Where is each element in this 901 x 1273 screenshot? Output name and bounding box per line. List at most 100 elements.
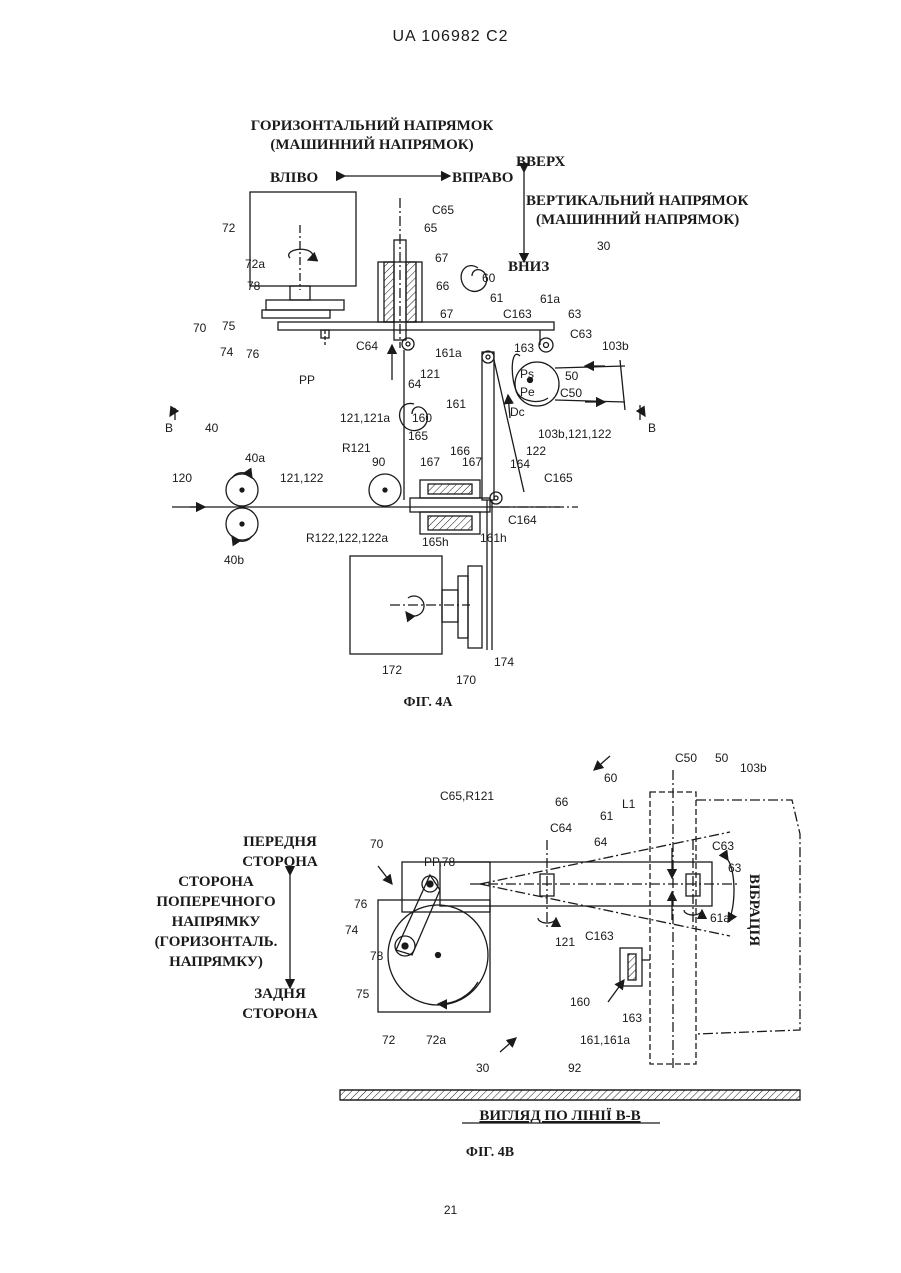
svg-text:30: 30 [597,239,611,253]
svg-text:165h: 165h [422,535,449,549]
left-label: ВЛІВО [270,170,318,186]
svg-text:70: 70 [370,837,384,851]
svg-text:61: 61 [600,809,614,823]
svg-text:72a: 72a [245,257,265,271]
svg-text:67: 67 [435,251,449,265]
svg-text:76: 76 [354,897,368,911]
machine-direction-label: (МАШИННИЙ НАПРЯМОК) [270,136,473,153]
svg-text:63: 63 [728,861,742,875]
figure-4b: ПЕРЕДНЯ СТОРОНА СТОРОНА ПОПЕРЕЧНОГО НАПР… [155,751,800,1160]
svg-text:164: 164 [510,457,530,471]
floor-92 [340,1090,800,1100]
svg-text:66: 66 [436,279,450,293]
up-label: ВВЕРХ [516,154,565,170]
svg-text:160: 160 [412,411,432,425]
rear-side-label: ЗАДНЯ [254,986,306,1002]
svg-text:C163: C163 [503,307,532,321]
svg-text:C50: C50 [560,386,582,400]
arm-61 [278,322,554,330]
svg-text:78: 78 [247,279,261,293]
svg-text:75: 75 [222,319,236,333]
svg-text:63: 63 [568,307,582,321]
svg-text:60: 60 [604,771,618,785]
svg-text:65: 65 [424,221,438,235]
svg-text:75: 75 [356,987,370,1001]
svg-text:70: 70 [193,321,207,335]
svg-text:30: 30 [476,1061,490,1075]
svg-text:C64: C64 [550,821,572,835]
svg-text:R121: R121 [342,441,371,455]
svg-text:60: 60 [482,271,496,285]
svg-text:172: 172 [382,663,402,677]
svg-text:163: 163 [514,341,534,355]
svg-text:92: 92 [568,1061,582,1075]
cross-side-label-3: НАПРЯМКУ [172,914,261,930]
svg-text:66: 66 [555,795,569,809]
svg-text:121: 121 [420,367,440,381]
svg-text:74: 74 [220,345,234,359]
svg-text:103b: 103b [602,339,629,353]
fig4a-caption: ФІГ. 4А [404,695,454,710]
cross-side-label-5: НАПРЯМКУ) [169,954,263,970]
svg-text:40: 40 [205,421,219,435]
svg-text:C63: C63 [712,839,734,853]
svg-text:103b,121,122: 103b,121,122 [538,427,612,441]
svg-text:122: 122 [526,444,546,458]
figure-4a: ГОРИЗОНТАЛЬНИЙ НАПРЯМОК (МАШИННИЙ НАПРЯМ… [165,117,748,710]
svg-text:50: 50 [565,369,579,383]
fig4b-caption: ФІГ. 4В [466,1145,514,1160]
svg-text:121,122: 121,122 [280,471,324,485]
svg-text:Pe: Pe [520,385,535,399]
svg-text:61a: 61a [710,911,730,925]
svg-text:64: 64 [594,835,608,849]
view-bb-label: ВИГЛЯД ПО ЛІНІЇ В-В [479,1108,640,1124]
svg-text:PP,78: PP,78 [424,855,455,869]
svg-text:161: 161 [446,397,466,411]
svg-text:50: 50 [715,751,729,765]
svg-text:72: 72 [222,221,236,235]
svg-text:161a: 161a [435,346,462,360]
motor-72-plan [378,900,490,1012]
svg-text:174: 174 [494,655,514,669]
front-side-label: ПЕРЕДНЯ [243,834,317,850]
svg-text:160: 160 [570,995,590,1009]
motor-72 [250,192,356,286]
svg-text:40b: 40b [224,553,244,567]
page-number: 21 [0,1203,901,1217]
svg-text:170: 170 [456,673,476,687]
arm-161 [482,352,494,500]
svg-text:61a: 61a [540,292,560,306]
cross-side-label-4: (ГОРИЗОНТАЛЬ. [155,934,278,950]
cross-side-label-2: ПОПЕРЕЧНОГО [156,894,275,910]
svg-text:Ps: Ps [520,367,534,381]
svg-text:C50: C50 [675,751,697,765]
svg-text:121,121a: 121,121a [340,411,390,425]
svg-text:121: 121 [555,935,575,949]
svg-text:90: 90 [372,455,386,469]
right-label: ВПРАВО [452,170,513,186]
svg-text:L1: L1 [622,797,636,811]
svg-text:C65,R121: C65,R121 [440,789,494,803]
svg-text:Dc: Dc [510,405,525,419]
svg-text:78: 78 [370,949,384,963]
front-side-label-2: СТОРОНА [242,854,318,870]
svg-text:64: 64 [408,377,422,391]
down-label: ВНИЗ [508,259,549,275]
svg-text:72a: 72a [426,1033,446,1047]
svg-text:R122,122,122a: R122,122,122a [306,531,388,545]
svg-text:161,161a: 161,161a [580,1033,630,1047]
horizontal-direction-label: ГОРИЗОНТАЛЬНИЙ НАПРЯМОК [251,117,494,134]
svg-text:67: 67 [440,307,454,321]
svg-text:165: 165 [408,429,428,443]
svg-text:72: 72 [382,1033,396,1047]
svg-text:167: 167 [420,455,440,469]
svg-text:76: 76 [246,347,260,361]
rear-side-label-2: СТОРОНА [242,1006,318,1022]
vertical-direction-label: ВЕРТИКАЛЬНИЙ НАПРЯМОК [526,192,748,209]
svg-text:C163: C163 [585,929,614,943]
svg-text:B: B [648,421,656,435]
svg-text:C64: C64 [356,339,378,353]
svg-text:167: 167 [462,455,482,469]
svg-text:C165: C165 [544,471,573,485]
